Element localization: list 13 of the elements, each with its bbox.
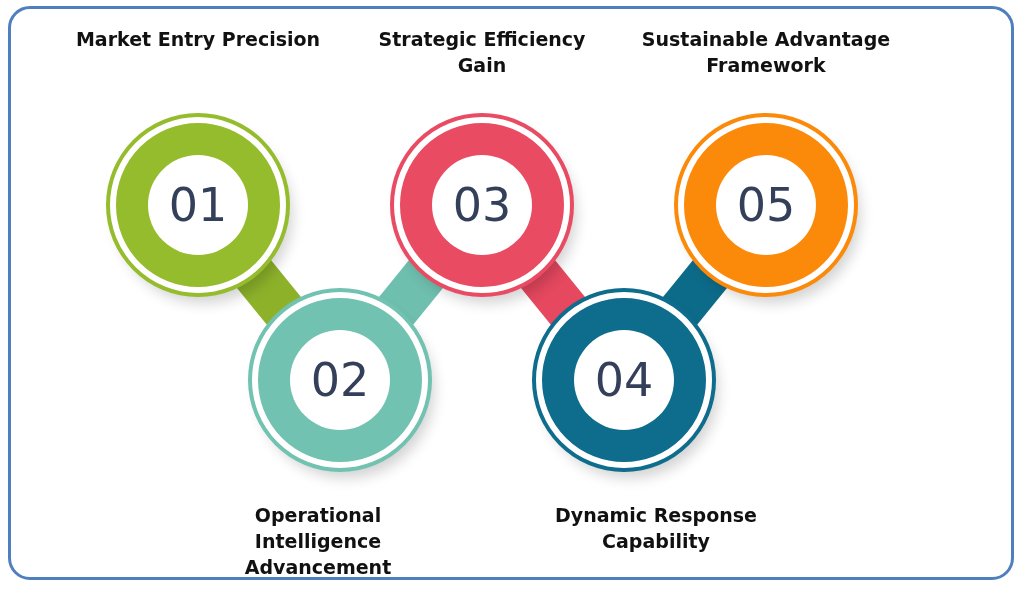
step-number: 01 xyxy=(148,155,248,255)
step-title: Sustainable Advantage Framework xyxy=(641,27,891,78)
step-title: Operational Intelligence Advancement xyxy=(243,503,393,580)
step-number: 04 xyxy=(574,330,674,430)
connector-bar xyxy=(520,259,586,326)
connector-bar xyxy=(236,259,302,326)
step-title: Strategic Efficiency Gain xyxy=(377,27,587,78)
step-number: 03 xyxy=(432,155,532,255)
step-number: 02 xyxy=(290,330,390,430)
connector-bar xyxy=(378,259,444,326)
step-title: Dynamic Response Capability xyxy=(554,503,758,554)
step-title: Market Entry Precision xyxy=(74,27,322,52)
step-number: 05 xyxy=(716,155,816,255)
